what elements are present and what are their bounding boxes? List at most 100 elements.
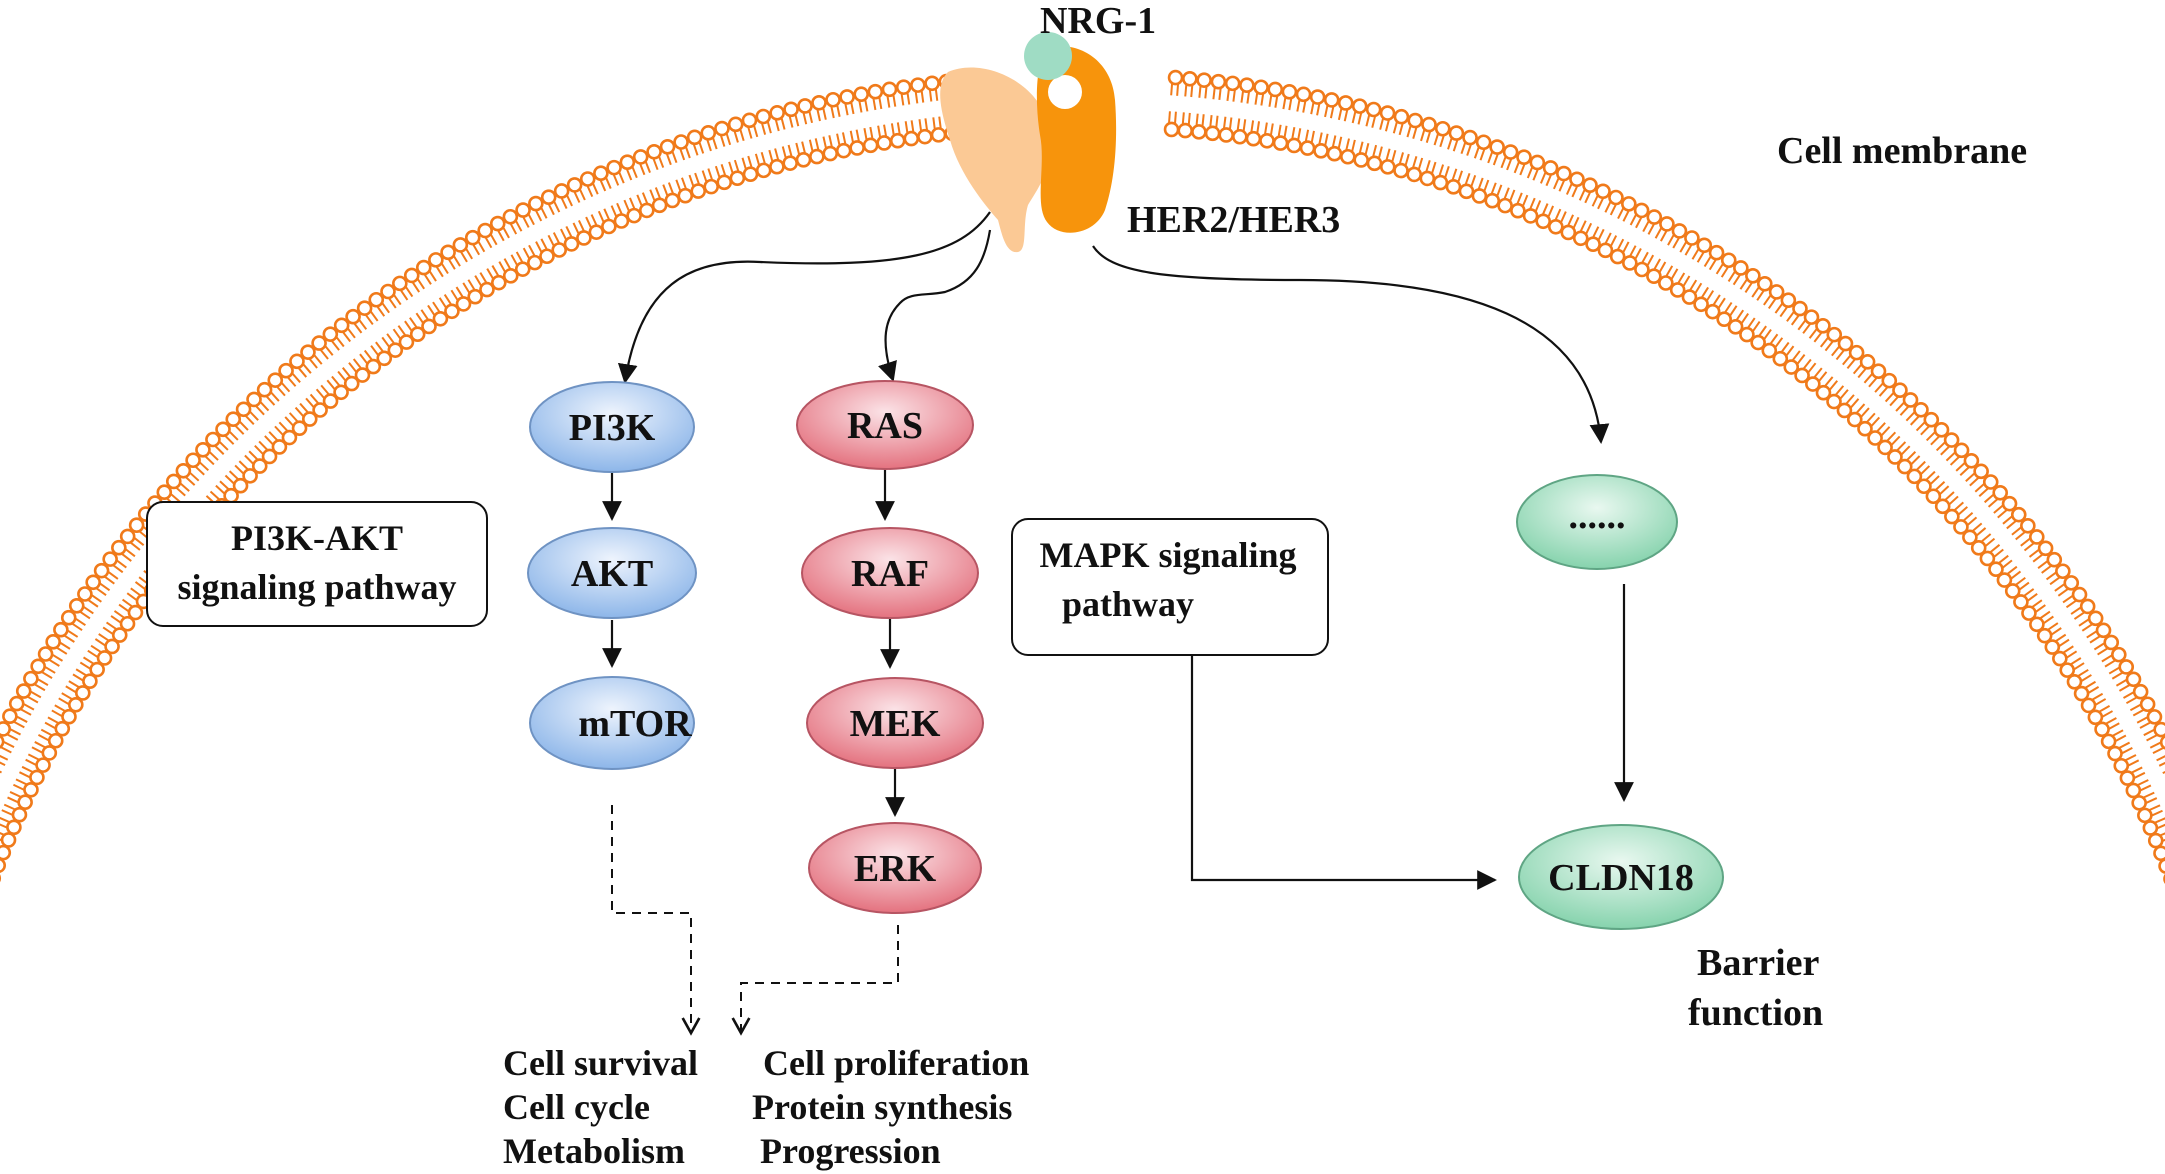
lipid-head [579,171,596,187]
lipid-head [354,367,371,383]
lipid-head [540,189,557,205]
lipid-head [102,551,118,567]
lipid-head [867,83,884,100]
lipid-head [2010,506,2027,523]
lipid-head [2107,745,2123,762]
lipid-head [2063,575,2080,591]
mapk-box-line2: pathway [1062,584,1194,624]
lipid-head [415,259,432,276]
lipid-head [2028,529,2045,545]
lipid-head [700,125,717,141]
lipid-head [646,143,662,160]
lipid-head [2113,757,2130,774]
lipid-head [1560,224,1577,241]
lipid-head [455,296,472,312]
lipid-head [566,177,583,193]
lipid-head [300,344,316,360]
lipid-head [1669,282,1686,298]
node-mtor [529,676,695,770]
pi3k-akt-pathway-box: PI3K-AKT signaling pathway [146,501,488,627]
lipid-head [74,685,91,701]
lipid-head [1286,137,1302,154]
lipid-head [2044,639,2061,655]
lipid-head [119,615,136,632]
lipid-head [632,149,649,165]
lipid-head [1704,303,1721,320]
outcome-left-2: Cell cycle [503,1087,650,1127]
lipid-head [2100,733,2117,750]
lipid-head [128,517,145,533]
lipid-head [1245,130,1262,147]
node-erk [808,822,982,914]
lipid-head [588,224,605,240]
lipid-head [398,334,415,350]
lipid-head [1913,401,1929,418]
lipid-head [232,477,249,494]
lipid-head [1323,92,1340,108]
lipid-head [853,86,869,103]
lipid-head [267,372,284,388]
lipid-head [2013,594,2029,610]
dashed-arrow-mtor [611,805,701,1036]
lipid-head [1916,478,1932,495]
lipid-head [1870,363,1887,379]
lipid-head [716,174,733,191]
lipid-head [822,145,839,162]
lipid-head [111,539,127,556]
lipid-head [1232,128,1248,145]
node-unknown-label: ...... [1569,495,1626,537]
lipid-head [345,308,361,325]
lipid-head [849,140,865,156]
lipid-head [910,77,926,93]
lipid-head [1351,98,1368,114]
pi3k-akt-box-line1: PI3K-AKT [231,518,403,558]
lipid-head [1934,498,1951,515]
lipid-head [1892,382,1908,399]
lipid-head [2059,662,2076,678]
lipid-head [61,708,77,725]
lipid-head [1837,335,1854,352]
lipid-head [2159,735,2165,750]
lipid-head [1471,188,1488,204]
dashed-arrow-erk [731,925,899,1036]
lipid-head [1239,77,1255,94]
lipid-head [96,650,113,666]
lipid-head [477,222,493,239]
membrane-label: Cell membrane [1777,130,2027,172]
lipid-head [2055,563,2071,580]
mapk-pathway-box: MAPK signaling pathway [1011,518,1329,656]
lipid-head [1727,319,1744,335]
receptor-label: HER2/HER3 [1127,199,1340,241]
lipid-head [690,183,707,199]
lipid-head [1535,213,1552,230]
lipid-head [1191,124,1207,140]
outcomes-right: Cell proliferation Protein synthesis Pro… [752,1043,1029,1171]
lipid-head [1963,452,1980,469]
lipid-head [82,673,98,689]
lipid-head [0,832,17,848]
outcome-right-1: Cell proliferation [763,1043,1029,1083]
lipid-head [89,661,105,678]
lipid-head [1887,449,1903,465]
lipid-head [2125,782,2142,799]
ligand-label: NRG-1 [1040,0,1156,42]
lipid-head [53,621,69,638]
lipid-head [1768,284,1785,300]
lipid-head [1177,122,1194,139]
lipid-head [490,274,507,291]
lipid-head [1182,70,1198,87]
node-akt [527,527,697,619]
lipid-head [1992,484,2008,501]
lipid-head [528,195,544,212]
lipid-head [301,411,318,427]
lipid-tail [0,761,6,767]
lipid-head [1365,101,1382,118]
lipid-head [45,634,61,650]
lipid-head [444,303,460,320]
lipid-head [1953,519,1969,535]
lipid-head [1458,183,1475,200]
lipid-head [742,166,759,183]
lipid-head [489,215,506,232]
lipid-head [769,105,785,121]
lipid-head [1326,145,1343,162]
